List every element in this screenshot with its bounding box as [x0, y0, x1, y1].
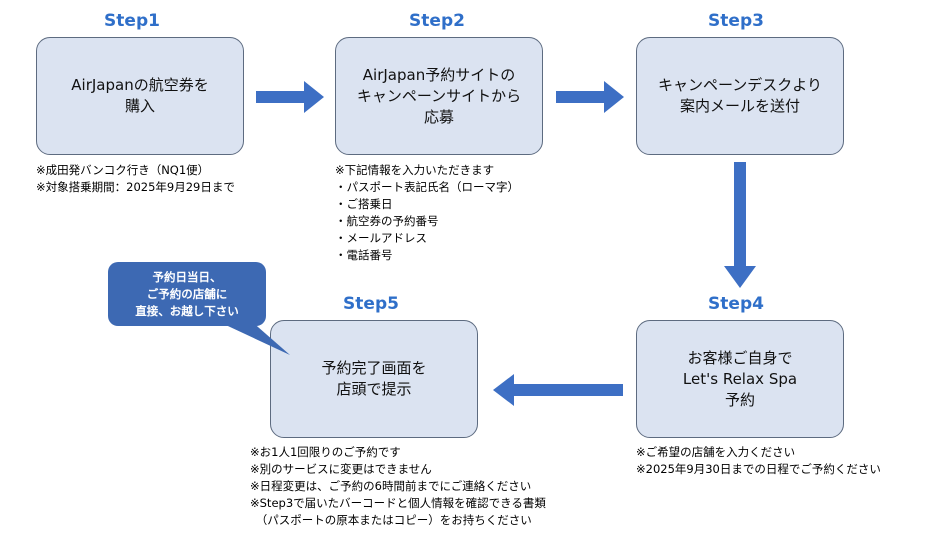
- step5-box: 予約完了画面を 店頭で提示: [270, 320, 478, 438]
- note-line: ※Step3で届いたバーコードと個人情報を確認できる書類: [250, 496, 546, 510]
- note-line: ・パスポート表記氏名（ローマ字）: [335, 180, 519, 194]
- step4-line: Let's Relax Spa: [682, 369, 798, 388]
- step1-notes: ※成田発バンコク行き（NQ1便） ※対象搭乗期間：2025年9月29日まで: [36, 162, 235, 196]
- step1-box: AirJapanの航空券を 購入: [36, 37, 244, 155]
- arrow-down-icon: [724, 162, 756, 288]
- callout-line: 直接、お越し下さい: [135, 303, 239, 318]
- step2-line: キャンペーンサイトから: [356, 86, 522, 105]
- note-line: ・電話番号: [335, 248, 393, 262]
- step4-line: 予約: [724, 390, 755, 409]
- note-line: ※別のサービスに変更はできません: [250, 462, 432, 476]
- step1-title: Step1: [104, 11, 160, 31]
- note-line: ※下記情報を入力いただきます: [335, 163, 495, 177]
- note-line: ※お1人1回限りのご予約です: [250, 445, 401, 459]
- arrow-right-icon: [556, 81, 624, 113]
- step2-notes: ※下記情報を入力いただきます ・パスポート表記氏名（ローマ字） ・ご搭乗日 ・航…: [335, 162, 519, 264]
- callout-bubble: 予約日当日、 ご予約の店舗に 直接、お越し下さい: [108, 262, 266, 326]
- step3-title: Step3: [708, 11, 764, 31]
- callout-line: 予約日当日、: [152, 269, 222, 284]
- step2-line: 応募: [423, 107, 454, 126]
- note-line: ※2025年9月30日までの日程でご予約ください: [636, 462, 881, 476]
- step1-line: 購入: [124, 97, 155, 115]
- step1-line: AirJapanの航空券を: [71, 76, 209, 94]
- step3-line: 案内メールを送付: [679, 97, 800, 115]
- step4-box: お客様ご自身で Let's Relax Spa 予約: [636, 320, 844, 438]
- note-line: ※対象搭乗期間：2025年9月29日まで: [36, 180, 235, 194]
- note-line: ※ご希望の店舗を入力ください: [636, 445, 796, 459]
- step4-line: お客様ご自身で: [687, 348, 793, 367]
- note-line: ・ご搭乗日: [335, 197, 393, 211]
- note-line: ・航空券の予約番号: [335, 214, 439, 228]
- step2-box: AirJapan予約サイトの キャンペーンサイトから 応募: [335, 37, 543, 155]
- arrow-right-icon: [256, 81, 324, 113]
- step2-title: Step2: [409, 11, 465, 31]
- step3-line: キャンペーンデスクより: [658, 76, 822, 94]
- step2-line: AirJapan予約サイトの: [362, 65, 516, 84]
- step3-box: キャンペーンデスクより 案内メールを送付: [636, 37, 844, 155]
- step5-line: 予約完了画面を: [321, 359, 427, 377]
- callout-line: ご予約の店舗に: [146, 286, 228, 301]
- note-line: （パスポートの原本またはコピー）をお持ちください: [250, 513, 532, 527]
- arrow-left-icon: [493, 374, 623, 406]
- step4-notes: ※ご希望の店舗を入力ください ※2025年9月30日までの日程でご予約ください: [636, 444, 881, 478]
- step5-notes: ※お1人1回限りのご予約です ※別のサービスに変更はできません ※日程変更は、ご…: [250, 444, 546, 529]
- note-line: ※日程変更は、ご予約の6時間前までにご連絡ください: [250, 479, 532, 493]
- step5-line: 店頭で提示: [336, 380, 412, 398]
- step4-title: Step4: [708, 294, 764, 314]
- note-line: ※成田発バンコク行き（NQ1便）: [36, 163, 210, 177]
- note-line: ・メールアドレス: [335, 231, 427, 245]
- step5-title: Step5: [343, 294, 399, 314]
